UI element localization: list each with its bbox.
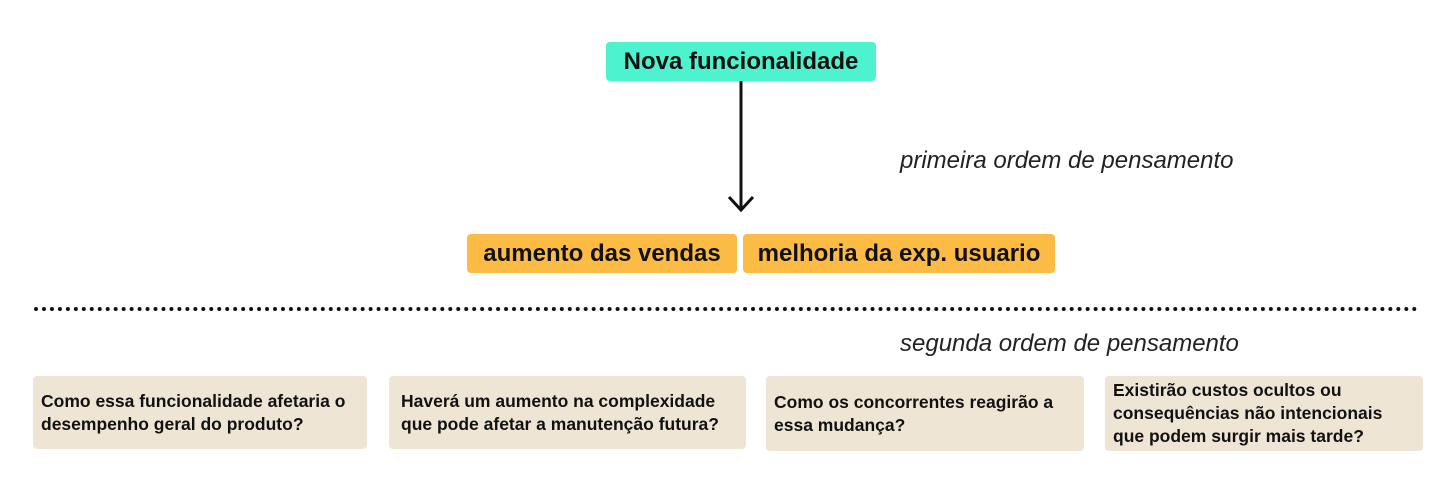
first-order-effect-label: melhoria da exp. usuario: [757, 239, 1041, 267]
second-order-question: Haverá um aumento na complexidade que po…: [389, 376, 746, 449]
second-order-caption: segunda ordem de pensamento: [900, 330, 1239, 357]
first-order-effect-label: aumento das vendas: [483, 239, 721, 267]
down-arrow-icon: [727, 81, 755, 213]
first-order-effect: melhoria da exp. usuario: [743, 234, 1055, 273]
second-order-question: Existirão custos ocultos ou consequência…: [1105, 376, 1423, 451]
second-order-question-text: Existirão custos ocultos ou consequência…: [1113, 380, 1383, 446]
second-order-question-text: Como essa funcionalidade afetaria o dese…: [41, 390, 346, 434]
root-node-label: Nova funcionalidade: [623, 47, 859, 75]
second-order-question-text: Como os concorrentes reagirão a essa mud…: [774, 391, 1054, 435]
root-node: Nova funcionalidade: [606, 42, 876, 81]
first-order-caption: primeira ordem de pensamento: [900, 147, 1234, 174]
second-order-question: Como essa funcionalidade afetaria o dese…: [33, 376, 367, 449]
second-order-question: Como os concorrentes reagirão a essa mud…: [766, 376, 1084, 451]
second-order-question-text: Haverá um aumento na complexidade que po…: [401, 390, 719, 434]
first-order-effect: aumento das vendas: [467, 234, 737, 273]
dotted-divider: [34, 307, 1418, 311]
